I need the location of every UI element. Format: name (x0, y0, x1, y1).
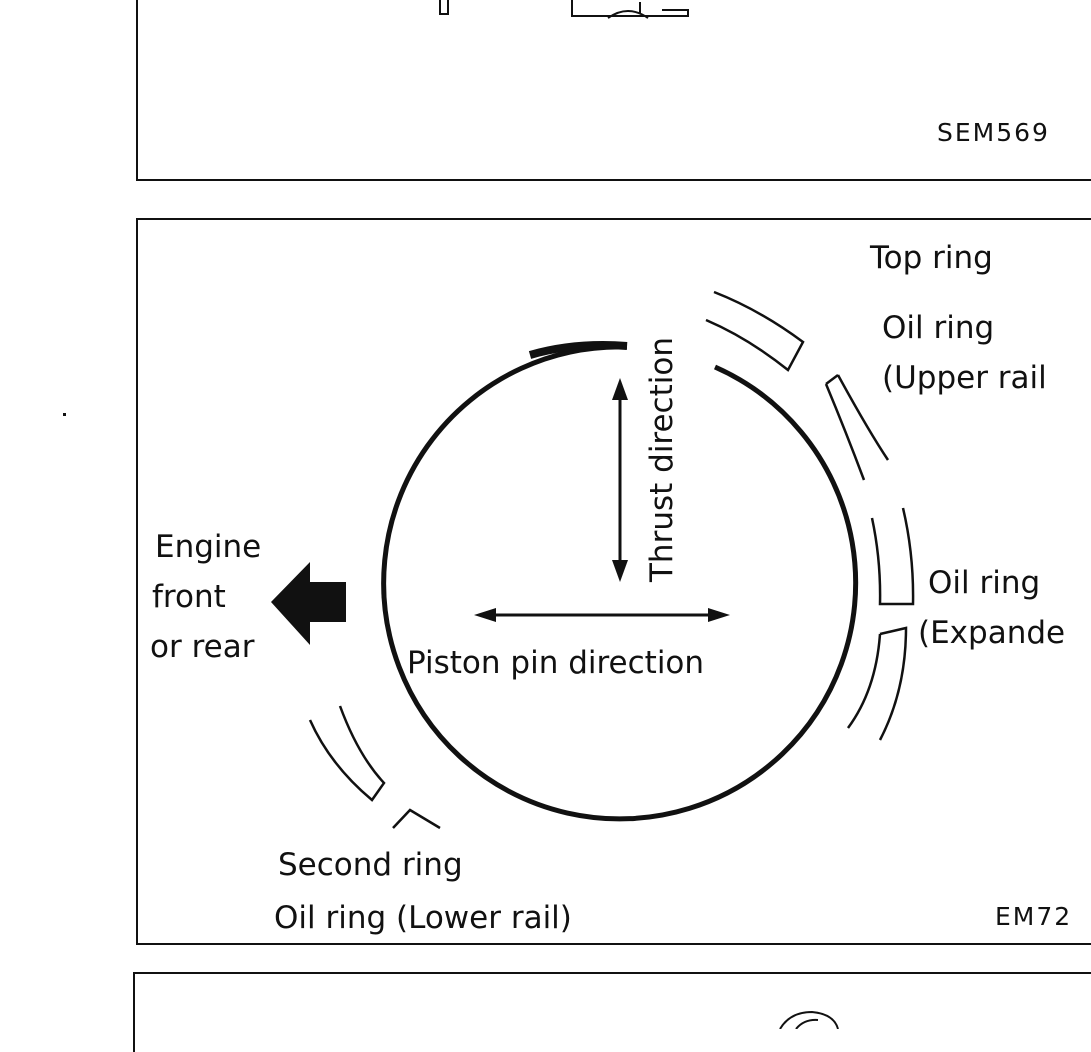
piston-outline (381, 344, 859, 822)
piston-outline-thick-top (528, 341, 628, 359)
oil-ring-expander-label: Oil ring (928, 565, 1041, 601)
thrust-direction-label: Thrust direction (644, 337, 680, 583)
oil-ring-lower-rail-label: Oil ring (Lower rail) (274, 900, 572, 936)
piston-pin-direction-arrow (474, 608, 730, 622)
bottom-figure-drawing-fragment (779, 1010, 839, 1029)
engine-front-label-line3: or rear (150, 629, 255, 665)
bottom-figure-panel (133, 972, 1091, 1052)
ring-gap-markers (308, 290, 915, 830)
engine-front-label-line2: front (152, 579, 226, 615)
oil-ring-upper-rail-label: (Upper rail (882, 360, 1047, 396)
piston-pin-direction-label: Piston pin direction (407, 645, 705, 681)
top-figure-code: SEM569 (937, 118, 1050, 147)
engine-front-label-line1: Engine (155, 529, 262, 565)
oil-ring-expander-rail-label: (Expande (918, 615, 1066, 651)
oil-ring-upper-label: Oil ring (882, 310, 995, 346)
thrust-direction-arrow (612, 378, 628, 582)
top-ring-label: Top ring (870, 240, 993, 276)
engine-front-arrow (271, 562, 346, 645)
top-figure-drawing-fragment (439, 0, 689, 19)
second-ring-label: Second ring (278, 847, 463, 883)
top-figure-panel (136, 0, 1091, 181)
main-figure-code: EM72 (995, 902, 1073, 931)
piston-ring-diagram-panel (136, 218, 1091, 945)
stray-dot (63, 413, 66, 416)
diagram-graphics: Thrust direction (271, 0, 915, 830)
